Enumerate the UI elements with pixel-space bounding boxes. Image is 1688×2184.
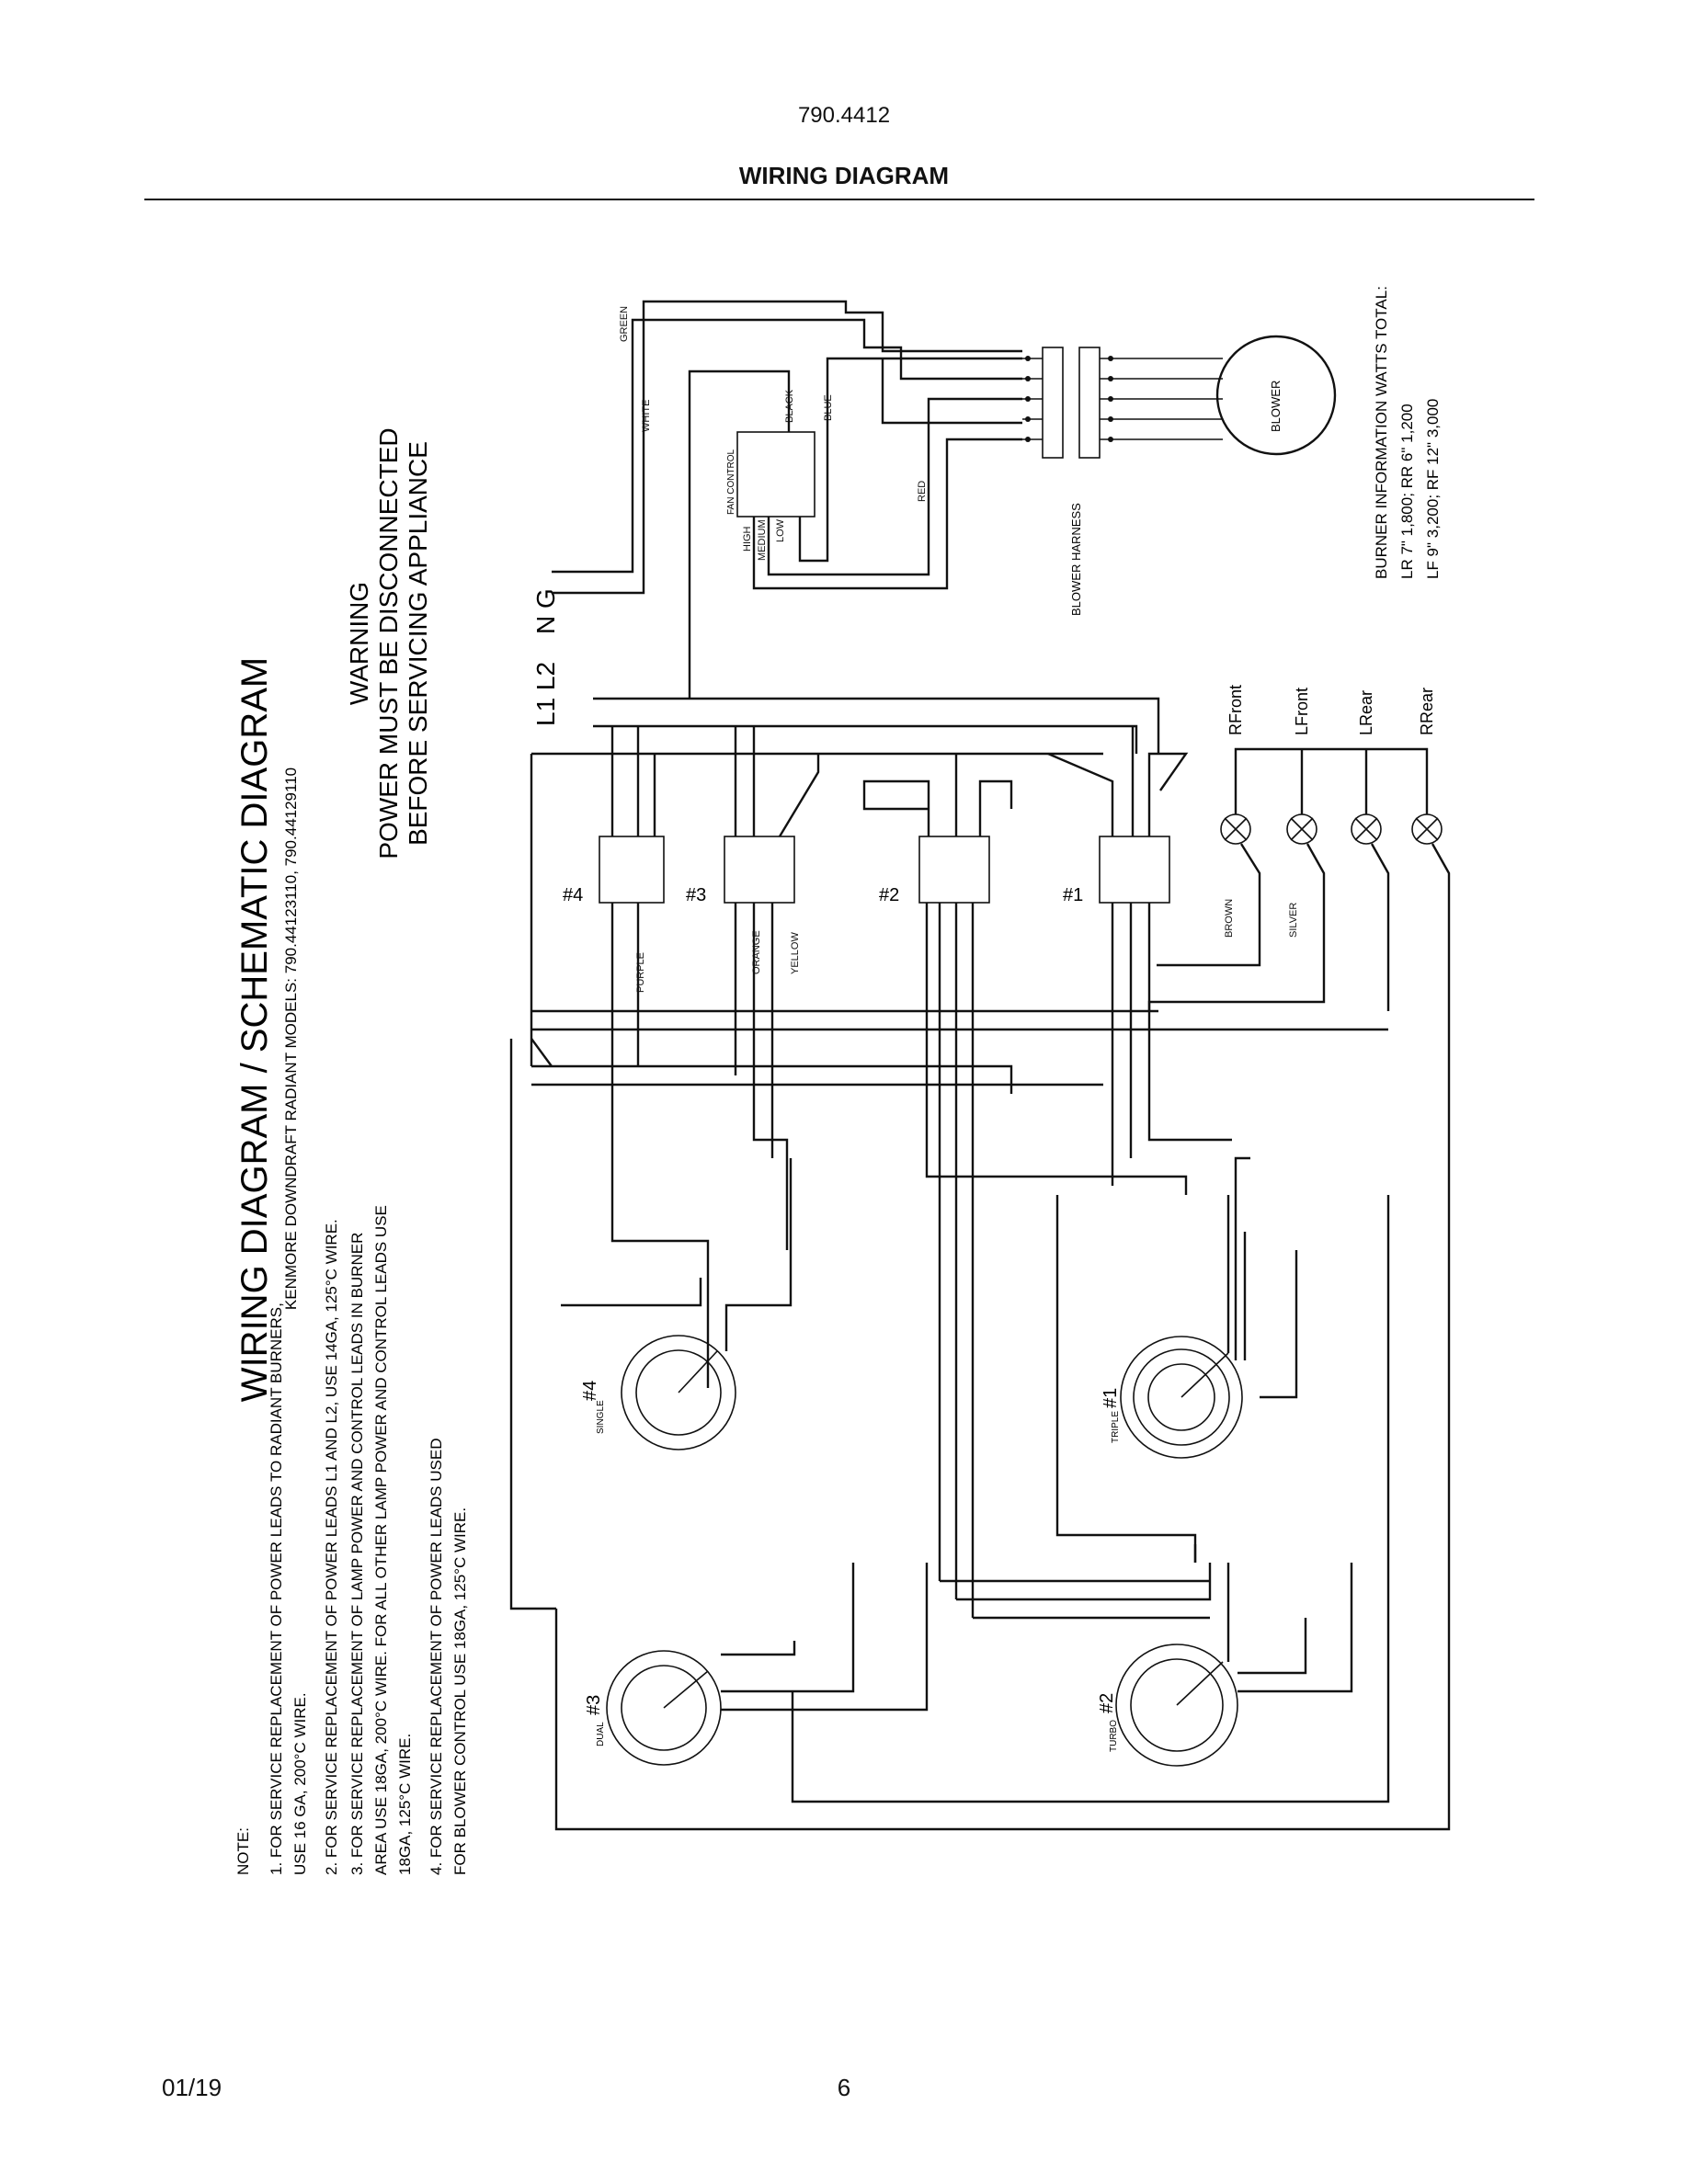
burner-3-number: #3 (584, 1695, 604, 1715)
switch-2: #2 (879, 836, 990, 905)
burner-2-type: TURBO (1109, 1720, 1119, 1752)
wire-label-yellow: YELLOW (790, 932, 801, 974)
wire-label-orange: ORANGE (751, 930, 762, 974)
burner-3-type: DUAL (596, 1722, 606, 1746)
wire-label-blue: BLUE (823, 394, 834, 421)
warning-title: WARNING (345, 582, 373, 705)
lamp-rrear (1411, 813, 1443, 845)
fan-speed-medium: MEDIUM (757, 519, 768, 561)
lamp-rfront (1220, 813, 1251, 845)
switch-4: #4 (563, 836, 665, 905)
lamp-lfront (1286, 813, 1317, 845)
wire-label-black: BLACK (784, 389, 795, 423)
burner-3 (606, 1650, 722, 1766)
power-terminals-label: L1 L2 (531, 662, 560, 726)
notes-block: NOTE: 1. FOR SERVICE REPLACEMENT OF POWE… (234, 1205, 469, 1875)
switch-1: #1 (1063, 836, 1170, 905)
footer-date: 01/19 (162, 2074, 222, 2101)
note-line: USE 16 GA, 200°C WIRE. (291, 1692, 309, 1875)
burner-2 (1115, 1644, 1238, 1767)
note-line: 1. FOR SERVICE REPLACEMENT OF POWER LEAD… (268, 1302, 285, 1875)
note-line: FOR BLOWER CONTROL USE 18GA, 125°C WIRE. (451, 1507, 469, 1875)
blower-label: BLOWER (1269, 381, 1283, 432)
switch-3: #3 (686, 836, 795, 905)
burner-info-line-1: LR 7" 1,800; RR 6" 1,200 (1398, 404, 1416, 579)
burner-info-line-2: LF 9" 3,200; RF 12" 3,000 (1424, 399, 1442, 579)
wire-label-brown: BROWN (1224, 899, 1235, 938)
fan-speed-low: LOW (775, 518, 786, 542)
burner-1-number: #1 (1101, 1388, 1121, 1408)
blower-harness-label: BLOWER HARNESS (1069, 503, 1083, 616)
wire-label-green: GREEN (619, 306, 630, 342)
wire-label-red: RED (917, 481, 928, 502)
footer-page-number: 6 (837, 2074, 851, 2101)
burner-1 (1120, 1336, 1243, 1459)
lamp-label-lfront: LFront (1293, 688, 1311, 735)
model-number: 790.4412 (797, 103, 891, 128)
switch-1-label: #1 (1063, 885, 1083, 905)
burner-4-number: #4 (580, 1381, 600, 1401)
note-line: AREA USE 18GA, 200°C WIRE. FOR ALL OTHER… (372, 1205, 390, 1875)
neutral-ground-label: N G (531, 588, 560, 634)
burner-info-title: BURNER INFORMATION WATTS TOTAL: (1373, 286, 1390, 579)
wire-label-purple: PURPLE (635, 952, 646, 993)
header-divider (144, 199, 1534, 200)
fan-control (736, 431, 815, 518)
burner-2-number: #2 (1097, 1693, 1117, 1713)
warning-line-2: BEFORE SERVICING APPLIANCE (404, 441, 432, 846)
note-line: 2. FOR SERVICE REPLACEMENT OF POWER LEAD… (323, 1219, 340, 1875)
blower-motor (1215, 335, 1337, 456)
switch-3-label: #3 (686, 885, 706, 905)
note-line: 4. FOR SERVICE REPLACEMENT OF POWER LEAD… (428, 1439, 445, 1875)
switch-2-label: #2 (879, 885, 899, 905)
lamp-label-rrear: RRear (1418, 688, 1436, 735)
wire-label-silver: SILVER (1288, 903, 1299, 938)
lamp-lrear (1351, 813, 1382, 845)
blower-harness (1022, 347, 1223, 459)
note-line: 3. FOR SERVICE REPLACEMENT OF LAMP POWER… (348, 1233, 366, 1875)
note-line: 18GA, 125°C WIRE. (396, 1734, 414, 1875)
burner-info: BURNER INFORMATION WATTS TOTAL: LR 7" 1,… (1373, 286, 1442, 579)
fan-control-label: FAN CONTROL (726, 449, 736, 515)
fan-speed-high: HIGH (742, 526, 753, 552)
section-title: WIRING DIAGRAM (738, 162, 950, 189)
diagram-title: WIRING DIAGRAM / SCHEMATIC DIAGRAM (234, 657, 275, 1402)
burner-4 (621, 1335, 736, 1450)
burner-4-type: SINGLE (596, 1400, 606, 1434)
wire-label-white: WHITE (641, 400, 652, 432)
warning-line-1: POWER MUST BE DISCONNECTED (374, 427, 403, 859)
lamp-label-rfront: RFront (1226, 685, 1245, 735)
switch-4-label: #4 (563, 885, 583, 905)
burner-1-type: TRIPLE (1111, 1411, 1121, 1443)
notes-title: NOTE: (234, 1827, 252, 1875)
lamp-label-lrear: LRear (1357, 690, 1375, 735)
diagram-subtitle: KENMORE DOWNDRAFT RADIANT MODELS: 790.44… (282, 768, 300, 1310)
